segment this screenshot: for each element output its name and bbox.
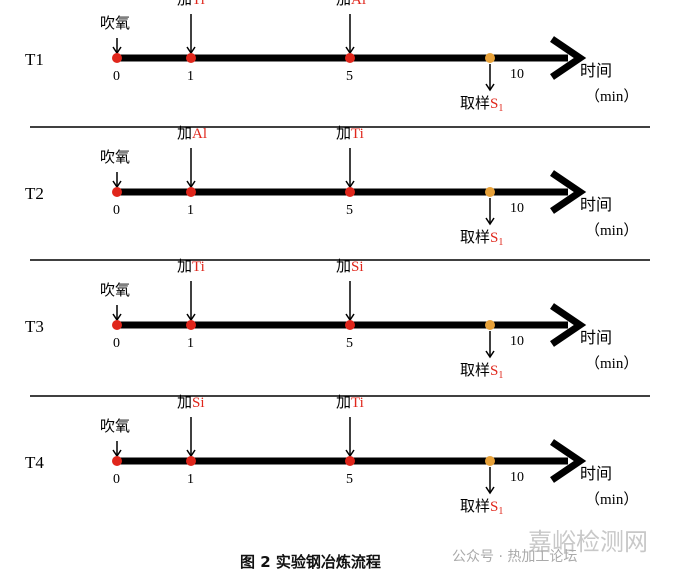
tick-label: 5 — [346, 336, 353, 351]
element-symbol: Al — [192, 126, 207, 142]
event-dot — [112, 320, 122, 330]
event-label: 加Ti — [177, 0, 205, 8]
sample-arrowhead — [485, 486, 495, 495]
event-dot — [112, 53, 122, 63]
event-label: 吹氧 — [100, 418, 130, 435]
event-dot — [186, 456, 196, 466]
row-label: T3 — [25, 317, 44, 336]
row-label: T2 — [25, 184, 44, 203]
time-label: 时间 — [580, 62, 612, 80]
tick-label: 5 — [346, 69, 353, 84]
axis-arrowhead — [550, 303, 587, 347]
watermark-account: 公众号 · 热加工论坛 — [452, 549, 578, 565]
sample-dot — [485, 320, 495, 330]
unit-label: （min） — [585, 222, 638, 239]
event-dot — [345, 187, 355, 197]
tick-label: 0 — [113, 203, 120, 218]
tick-label: 0 — [113, 336, 120, 351]
unit-label: （min） — [585, 491, 638, 508]
sample-label: 取样S1 — [460, 229, 503, 248]
event-dot — [186, 53, 196, 63]
axis-arrowhead — [550, 36, 587, 80]
event-label: 加Al — [177, 125, 207, 142]
event-dot — [345, 53, 355, 63]
element-symbol: Al — [351, 0, 366, 8]
sample-label: 取样S1 — [460, 95, 503, 114]
tick-label: 0 — [113, 69, 120, 84]
event-dot — [112, 456, 122, 466]
element-symbol: Ti — [351, 126, 364, 142]
event-label: 加Si — [336, 258, 364, 275]
unit-label: （min） — [585, 88, 638, 105]
time-label: 时间 — [580, 465, 612, 483]
sample-arrowhead — [485, 350, 495, 359]
element-symbol: Ti — [351, 395, 364, 411]
event-dot — [345, 320, 355, 330]
sample-arrowhead — [485, 83, 495, 92]
sample-dot — [485, 456, 495, 466]
event-label: 加Ti — [336, 394, 364, 411]
tick-label: 10 — [510, 67, 524, 82]
sample-label: 取样S1 — [460, 498, 503, 517]
event-dot — [345, 456, 355, 466]
tick-label: 10 — [510, 334, 524, 349]
event-label: 加Al — [336, 0, 366, 8]
event-label: 吹氧 — [100, 149, 130, 166]
tick-label: 1 — [187, 336, 194, 351]
unit-label: （min） — [585, 355, 638, 372]
tick-label: 5 — [346, 472, 353, 487]
event-label: 加Ti — [336, 125, 364, 142]
tick-label: 10 — [510, 201, 524, 216]
watermark-site: 嘉峪检测网 — [528, 528, 648, 556]
axis-arrowhead — [550, 170, 587, 214]
event-label: 加Si — [177, 394, 205, 411]
row-label: T4 — [25, 453, 44, 472]
event-dot — [112, 187, 122, 197]
element-symbol: Si — [192, 395, 205, 411]
sample-dot — [485, 53, 495, 63]
tick-label: 5 — [346, 203, 353, 218]
axis-arrowhead — [550, 439, 587, 483]
tick-label: 0 — [113, 472, 120, 487]
time-label: 时间 — [580, 196, 612, 214]
event-dot — [186, 320, 196, 330]
tick-label: 1 — [187, 472, 194, 487]
event-label: 加Ti — [177, 258, 205, 275]
sample-label: 取样S1 — [460, 362, 503, 381]
figure-caption: 图 2 实验钢冶炼流程 — [240, 553, 381, 571]
tick-label: 10 — [510, 470, 524, 485]
tick-label: 1 — [187, 203, 194, 218]
sample-dot — [485, 187, 495, 197]
event-label: 吹氧 — [100, 15, 130, 32]
event-label: 吹氧 — [100, 282, 130, 299]
tick-label: 1 — [187, 69, 194, 84]
element-symbol: Ti — [192, 0, 205, 8]
row-label: T1 — [25, 50, 44, 69]
sample-arrowhead — [485, 217, 495, 226]
time-label: 时间 — [580, 329, 612, 347]
event-dot — [186, 187, 196, 197]
element-symbol: Si — [351, 259, 364, 275]
element-symbol: Ti — [192, 259, 205, 275]
